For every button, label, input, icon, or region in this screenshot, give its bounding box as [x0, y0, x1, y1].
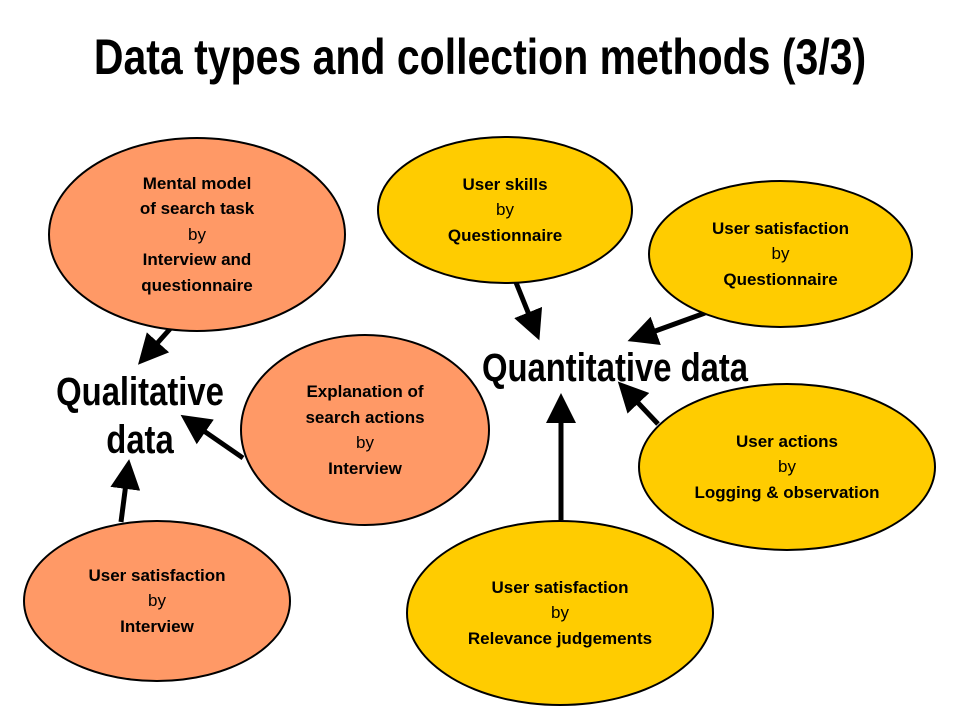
bubble-mental-model-line2: of search task	[139, 199, 255, 219]
bubble-satisfaction-relevance-method: Relevance judgements	[467, 628, 653, 648]
bubble-explanation-line1: Explanation of	[306, 382, 424, 401]
qualitative-label-line2: data	[106, 418, 174, 462]
bubble-user-actions: User actions by Logging & observation	[638, 383, 936, 551]
bubble-user-actions-by: by	[778, 457, 796, 477]
bubble-user-skills-by: by	[496, 200, 514, 220]
slide-title: Data types and collection methods (3/3)	[93, 29, 867, 85]
bubble-explanation: Explanation of search actions by Intervi…	[240, 334, 490, 526]
bubble-satisfaction-interview-by: by	[148, 591, 166, 611]
bubble-mental-model-method1: Interview and	[142, 250, 252, 270]
bubble-explanation-line2: search actions	[305, 407, 425, 427]
arrow-skills-to-quantitative	[512, 279, 543, 341]
bubble-satisfaction-interview-method: Interview	[120, 616, 194, 636]
quantitative-data-label: Quantitative data	[481, 346, 749, 390]
arrow-interview-to-qualitative	[110, 459, 141, 523]
bubble-satisfaction-relevance-line1: User satisfaction	[491, 577, 629, 597]
bubble-mental-model-method2: questionnaire	[141, 275, 253, 295]
arrow-actions-to-quantitative	[617, 381, 660, 426]
bubble-satisfaction-relevance: User satisfaction by Relevance judgement…	[406, 520, 714, 706]
bubble-satisfaction-questionnaire-method: Questionnaire	[723, 269, 838, 289]
bubble-satisfaction-questionnaire: User satisfaction by Questionnaire	[648, 180, 913, 328]
bubble-user-skills: User skills by Questionnaire	[377, 136, 633, 284]
bubble-satisfaction-relevance-by: by	[551, 603, 569, 623]
bubble-mental-model-line1: Mental model	[142, 173, 252, 193]
bubble-user-skills-line1: User skills	[462, 174, 548, 194]
bubble-satisfaction-questionnaire-line1: User satisfaction	[712, 218, 849, 238]
qualitative-data-label: Qualitative data	[50, 368, 230, 464]
bubble-satisfaction-interview: User satisfaction by Interview	[23, 520, 291, 682]
bubble-mental-model: Mental model of search task by Interview…	[48, 137, 346, 332]
qualitative-label-line1: Qualitative	[56, 370, 224, 414]
bubble-satisfaction-questionnaire-by: by	[771, 244, 790, 264]
bubble-mental-model-by: by	[188, 224, 206, 244]
bubble-explanation-method: Interview	[328, 458, 402, 478]
bubble-user-skills-method: Questionnaire	[447, 225, 563, 245]
arrow-questionnaire-to-quantitative	[627, 310, 706, 345]
bubble-user-actions-method: Logging & observation	[694, 482, 880, 502]
bubble-user-actions-line1: User actions	[735, 431, 839, 451]
bubble-satisfaction-interview-line1: User satisfaction	[88, 565, 226, 585]
bubble-explanation-by: by	[356, 433, 374, 452]
